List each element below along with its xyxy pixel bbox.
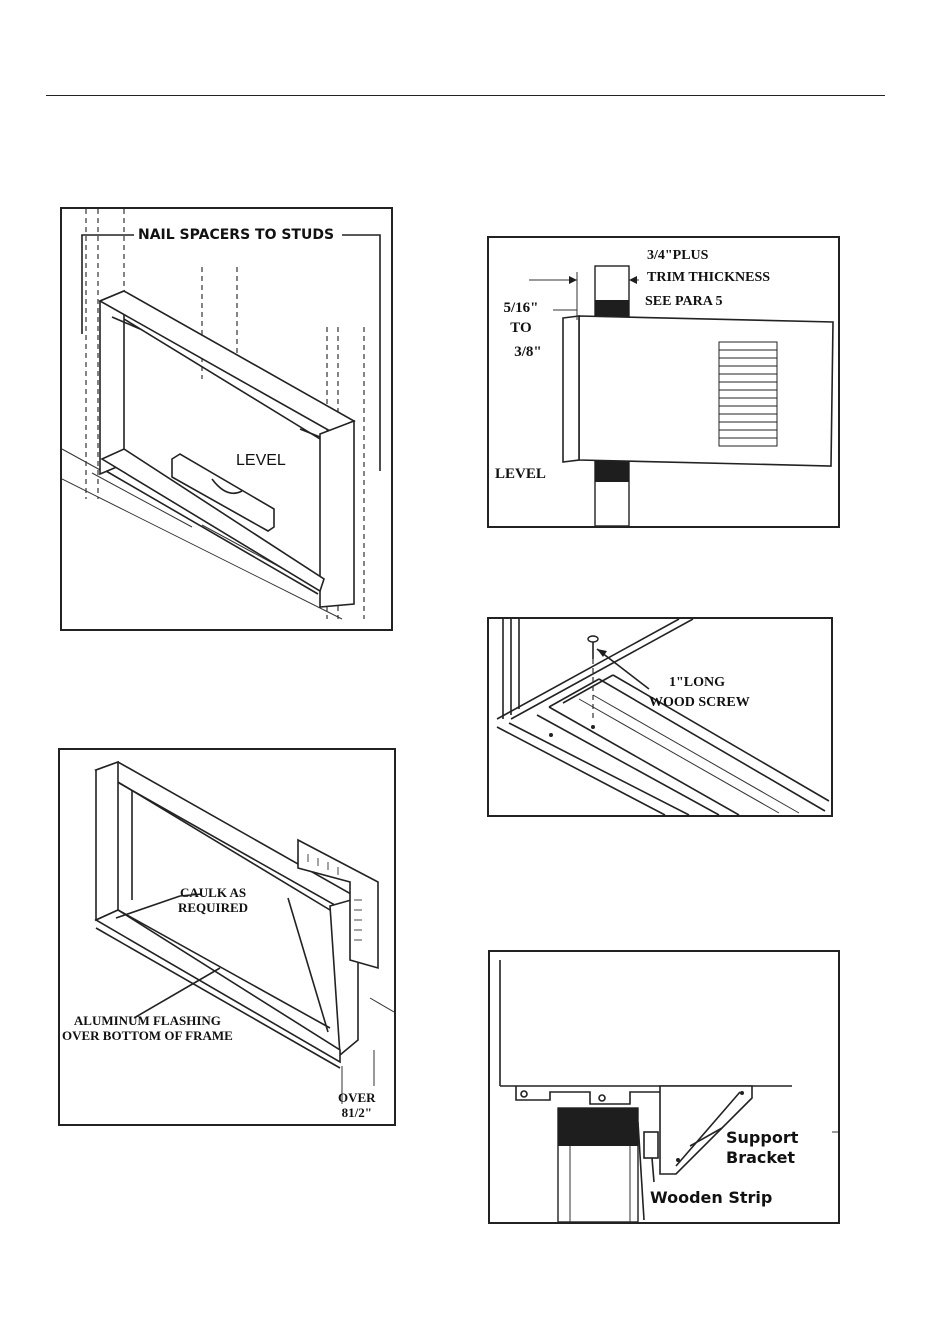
figure-nail-spacers: NAIL SPACERS TO STUDS LEVEL [60,207,393,631]
label-flashing-line-2: OVER BOTTOM OF FRAME [62,1029,233,1044]
figure-wood-screw: 1"LONG WOOD SCREW [487,617,833,817]
label-caulk: CAULK AS REQUIRED [178,886,248,916]
bracket-drawing [490,952,838,1222]
label-three-quarter-plus: 3/4"PLUS [647,248,708,264]
label-gap-line-1: 5/16" [497,300,545,317]
label-over-dimension: OVER 81/2" [338,1091,376,1121]
label-level: LEVEL [495,466,546,483]
label-support-line-2: Bracket [726,1148,798,1168]
label-wooden-strip: Wooden Strip [650,1189,772,1207]
label-support-bracket: Support Bracket [726,1128,798,1168]
label-aluminum-flashing: ALUMINUM FLASHING OVER BOTTOM OF FRAME [62,1014,233,1044]
figure-aluminum-flashing: CAULK AS REQUIRED ALUMINUM FLASHING OVER… [58,748,396,1126]
label-see-para-5: SEE PARA 5 [645,294,723,310]
label-gap-line-2: TO [497,320,545,337]
label-nail-spacers: NAIL SPACERS TO STUDS [138,227,334,243]
figure-unit-tilt: 3/4"PLUS TRIM THICKNESS SEE PARA 5 5/16"… [487,236,840,528]
label-caulk-line-1: CAULK AS [178,886,248,901]
label-trim-thickness: TRIM THICKNESS [647,270,770,286]
label-over-line-2: 81/2" [338,1106,376,1121]
figure-support-bracket: Support Bracket Wooden Strip [488,950,840,1224]
flashing-drawing [60,750,394,1124]
spacers-drawing [62,209,391,629]
label-level: LEVEL [236,452,286,470]
label-over-line-1: OVER [338,1091,376,1106]
header-rule [46,95,885,96]
label-gap-dimension: 5/16" TO 3/8" [497,300,545,361]
screw-drawing [489,619,831,815]
label-flashing-line-1: ALUMINUM FLASHING [62,1014,233,1029]
label-caulk-line-2: REQUIRED [178,901,248,916]
label-one-inch-long: 1"LONG [669,675,725,691]
label-support-line-1: Support [726,1128,798,1148]
label-gap-line-3: 3/8" [511,344,545,361]
label-wood-screw: WOOD SCREW [649,695,750,711]
